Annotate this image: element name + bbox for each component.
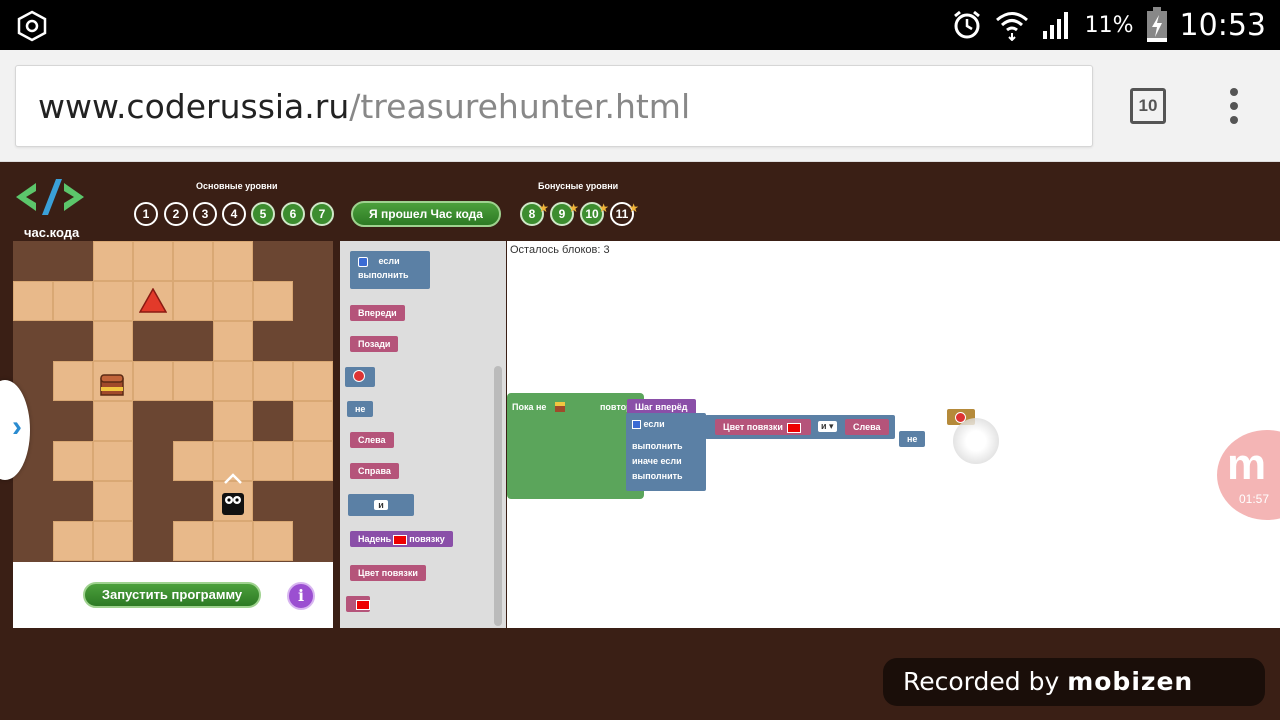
url-domain: www.coderussia.ru: [38, 87, 350, 126]
toolbox-left-block[interactable]: Слева: [350, 432, 394, 448]
red-color-swatch: [787, 422, 802, 433]
bonus-level-9[interactable]: 9★: [550, 201, 579, 226]
repeat-label: повторять: [600, 402, 647, 412]
battery-percent: 11%: [1084, 12, 1134, 38]
level-2[interactable]: 2: [164, 202, 188, 226]
info-button[interactable]: i: [287, 582, 315, 610]
toolbox-not-block[interactable]: не: [347, 401, 374, 417]
logo-text: час.кода: [24, 225, 80, 240]
level-4[interactable]: 4: [222, 202, 246, 226]
star-icon: ★: [628, 201, 639, 215]
chevron-right-icon: ›: [12, 410, 22, 443]
level-7[interactable]: 7: [310, 202, 334, 226]
level-3[interactable]: 3: [193, 202, 217, 226]
toolbox-right-block[interactable]: Справа: [350, 463, 399, 479]
step-forward-block[interactable]: Шаг вперёд: [627, 399, 696, 415]
red-color-swatch: [393, 534, 408, 545]
url-path: /treasurehunter.html: [349, 87, 691, 126]
wifi-icon: [995, 12, 1028, 41]
not-block[interactable]: не: [899, 431, 926, 447]
game-header: час.кода Основные уровни 1 2 3 4 5 6 7 Я…: [0, 163, 1280, 241]
star-icon: ★: [568, 201, 579, 215]
toolbox-band-color-block[interactable]: Цвет повязки: [350, 565, 426, 581]
watermark-brand: mobizen: [1067, 667, 1194, 696]
code-workspace[interactable]: Осталось блоков: 3 Пока не повторять Шаг…: [507, 241, 1280, 628]
hour-of-code-logo[interactable]: час.кода: [12, 175, 88, 240]
bonus-levels-title: Бонусные уровни: [538, 181, 619, 191]
app-hexagon-icon: [17, 10, 47, 42]
toolbox-scrollbar[interactable]: [494, 366, 502, 626]
menu-icon[interactable]: [1222, 88, 1246, 128]
gear-icon: [632, 420, 641, 430]
red-gem-icon: [139, 288, 167, 313]
touch-indicator: [953, 418, 999, 464]
while-label: Пока не: [512, 402, 547, 412]
wear-suffix: повязку: [409, 534, 445, 544]
toolbox-and-block[interactable]: и: [348, 494, 414, 516]
toolbox-wear-band-block[interactable]: Надень повязку: [350, 531, 453, 547]
toolbox-forward-block[interactable]: Впереди: [350, 305, 405, 321]
if-label: если: [643, 419, 665, 429]
star-icon: ★: [598, 201, 609, 215]
else-if-label: иначе если: [632, 456, 682, 466]
toolbox-obstacle-block[interactable]: [345, 367, 375, 387]
run-program-button[interactable]: Запустить программу: [83, 582, 261, 608]
recorder-widget[interactable]: m 01:57: [1217, 430, 1280, 520]
maze-board: [13, 241, 333, 562]
toolbox-if-label: если: [378, 256, 400, 266]
level-5[interactable]: 5: [251, 202, 275, 226]
toolbox-do-label: выполнить: [358, 270, 409, 280]
recording-timer: 01:57: [1239, 492, 1270, 506]
red-color-swatch: [356, 599, 370, 610]
while-loop-block[interactable]: Пока не повторять: [507, 393, 647, 499]
watermark-prefix: Recorded by: [903, 667, 1060, 696]
and-label: и: [821, 421, 827, 431]
direction-up-icon: [224, 473, 242, 484]
star-icon: ★: [538, 201, 549, 215]
tab-switcher-button[interactable]: 10: [1130, 88, 1166, 124]
level-6[interactable]: 6: [281, 202, 305, 226]
band-color-label: Цвет повязки: [723, 422, 783, 432]
bonus-level-8[interactable]: 8★: [520, 201, 549, 226]
main-levels-title: Основные уровни: [196, 181, 278, 191]
gear-icon: [358, 256, 368, 267]
signal-icon: [1042, 12, 1068, 39]
remaining-blocks-counter: Осталось блоков: 3: [510, 244, 610, 256]
bonus-level-9-label: 9: [558, 207, 566, 221]
clock: 10:53: [1179, 7, 1266, 43]
mobizen-logo-icon: m: [1227, 440, 1267, 489]
battery-icon: [1146, 7, 1167, 42]
toolbox-color-block[interactable]: [346, 596, 370, 612]
toolbox-behind-block[interactable]: Позади: [350, 336, 399, 352]
recording-watermark: Recorded by mobizen: [883, 658, 1265, 706]
bonus-level-11-label: 11: [615, 207, 629, 221]
level-1[interactable]: 1: [134, 202, 158, 226]
run-panel: Запустить программу i: [13, 562, 333, 628]
do-label-2: выполнить: [632, 471, 683, 481]
bonus-level-11[interactable]: 11★: [610, 201, 639, 226]
code-brackets-icon: [16, 179, 84, 215]
url-bar[interactable]: www.coderussia.ru/treasurehunter.html: [15, 65, 1093, 147]
if-else-block[interactable]: если выполнить иначе если выполнить: [626, 413, 706, 491]
band-color-condition[interactable]: Цвет повязки: [715, 419, 812, 435]
player-character-icon: [222, 493, 244, 515]
toolbox-if-block[interactable]: если выполнить: [350, 251, 430, 289]
wear-prefix: Надень: [358, 534, 392, 544]
and-dropdown[interactable]: и ▾: [818, 421, 837, 432]
no-entry-icon: [353, 369, 365, 382]
bonus-level-10[interactable]: 10★: [580, 201, 609, 226]
finished-hour-of-code-button[interactable]: Я прошел Час кода: [351, 201, 501, 227]
do-label: выполнить: [632, 441, 683, 451]
if-else-if-row: если: [632, 419, 665, 430]
treasure-chest-icon: [555, 402, 565, 412]
toolbox-and-label: и: [374, 500, 388, 510]
left-condition[interactable]: Слева: [845, 419, 889, 435]
bonus-level-8-label: 8: [528, 207, 536, 221]
alarm-icon: [953, 10, 980, 39]
bonus-level-10-label: 10: [585, 207, 599, 221]
treasure-chest-icon: [100, 374, 124, 396]
status-bar: 11% 10:53: [0, 0, 1280, 50]
block-toolbox: если выполнить Впереди Позади не Слева С…: [340, 241, 506, 628]
browser-toolbar: www.coderussia.ru/treasurehunter.html 10: [0, 50, 1280, 162]
